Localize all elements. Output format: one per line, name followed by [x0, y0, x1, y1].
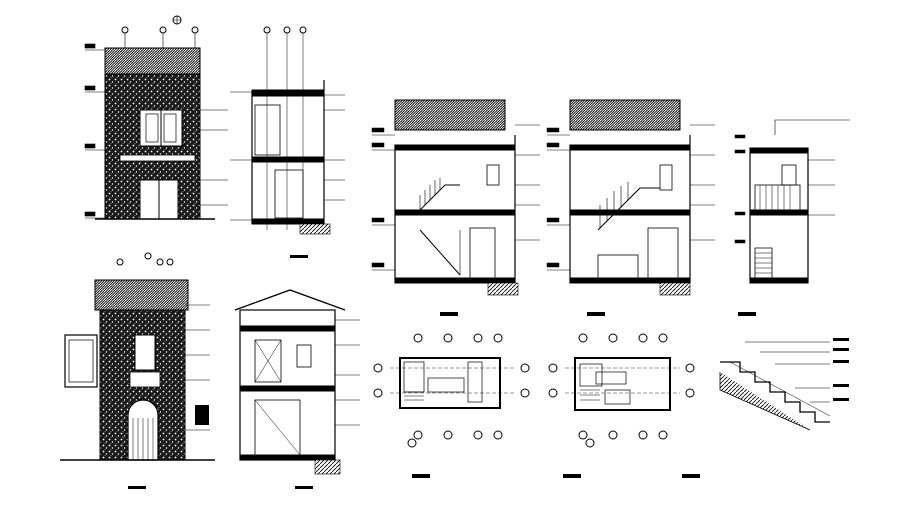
leader-lines [335, 319, 360, 426]
level-markers [84, 43, 105, 219]
stone-facade [104, 73, 201, 220]
section-top [230, 26, 345, 235]
level-markers [371, 127, 395, 271]
level-markers [546, 127, 570, 271]
leader-lines [324, 94, 345, 201]
floor-plan-2 [548, 333, 695, 448]
stair-section-3 [734, 119, 850, 284]
leader-lines [515, 124, 540, 241]
grid-bubbles [373, 333, 530, 448]
view-title-marks [128, 255, 756, 489]
grid-bubbles [121, 15, 199, 48]
front-elevation-top [84, 15, 228, 220]
stair-profile [720, 361, 830, 423]
level-markers [734, 134, 746, 244]
floor-plan-1 [373, 333, 530, 448]
level-markers [230, 91, 252, 221]
leader-lines [185, 304, 210, 431]
section-bottom [234, 289, 360, 475]
grid-bubbles [548, 333, 695, 448]
grid-bubbles [116, 252, 174, 266]
leader-lines [690, 124, 715, 241]
stair-section-1 [371, 99, 540, 296]
leader-lines [200, 109, 228, 206]
stair-section-2 [546, 99, 715, 296]
stair-detail [719, 338, 849, 431]
roof-tiles [104, 47, 201, 75]
leader-lines [808, 159, 835, 216]
grid-bubbles [263, 26, 307, 230]
note-blocks [833, 338, 849, 401]
front-elevation-bottom [60, 252, 215, 461]
leader-lines [745, 341, 830, 403]
